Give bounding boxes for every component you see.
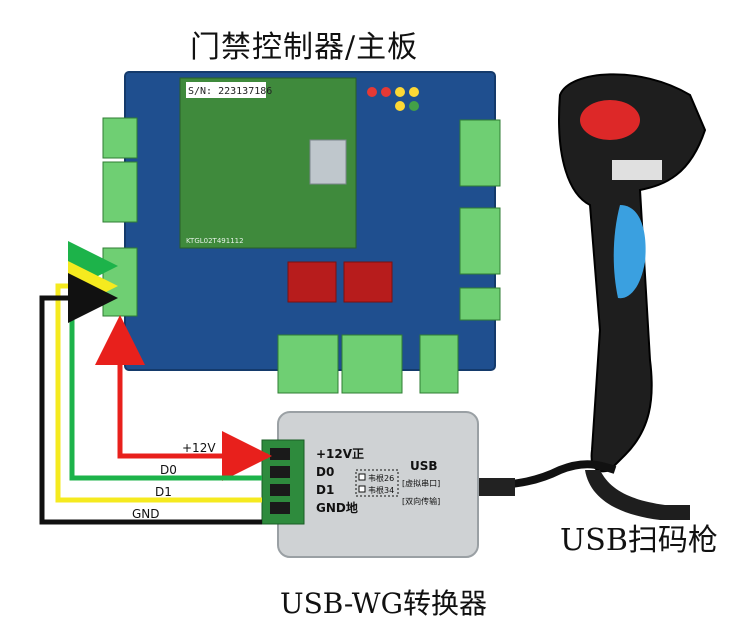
controller-board: S/N: 223137186 KTGL02T491112 [103,72,500,393]
option-wg34-checkbox [359,486,365,492]
serial-label: S/N: 223137186 [188,86,272,97]
pin-d0: D0 [316,465,334,479]
wire-label-d1: D1 [155,485,172,499]
pin-d1: D1 [316,483,334,497]
right-terminal-blocks [460,120,500,320]
option-wg26: 韦根26 [368,473,394,483]
option-wg34: 韦根34 [368,485,394,495]
wire-label-d0: D0 [160,463,177,477]
pin-12v: +12V正 [316,447,364,461]
pin-gnd: GND地 [316,500,358,515]
usb-wg-converter: +12V正 D0 D1 GND地 韦根26 韦根34 USB [虚拟串口] [双… [262,412,478,557]
wire-label-gnd: GND [132,507,160,521]
usb-sub2: [双向传输] [402,496,440,506]
wire-label-12v: +12V [182,441,216,455]
option-wg26-checkbox [359,474,365,480]
usb-sub1: [虚拟串口] [402,478,440,488]
usb-label: USB [410,459,438,473]
module-code: KTGL02T491112 [186,237,244,245]
bottom-terminal-blocks [278,335,458,393]
left-terminal-blocks [103,118,137,316]
usb-scanner [559,74,705,520]
controller-module: S/N: 223137186 KTGL02T491112 [180,78,356,248]
